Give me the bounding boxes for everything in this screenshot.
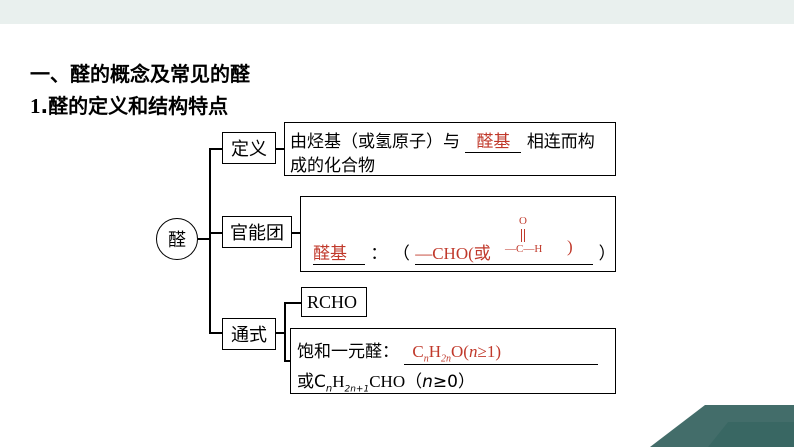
alt-pre: 或C [297,372,326,392]
top-band [0,0,794,24]
definition-line1: 由烃基（或氢原子）与 醛基 相连而构 [290,127,595,153]
connector-rcho [284,302,301,304]
functional-group-blank: 醛基 [313,239,365,265]
struct-close: ) [567,237,573,256]
general-formula-label: 通式 [231,325,267,346]
connector-definition-content [276,148,284,150]
sat-n1: n [423,353,429,365]
functional-group-label-box: 官能团 [222,216,292,248]
corner-stripe-dark [650,405,794,447]
saturated-label: 饱和一元醛： [297,342,399,362]
functional-group-label: 官能团 [230,223,284,244]
connector-general-trunk [284,302,286,361]
sat-h: H [428,342,442,361]
saturated-line2: 或CnH2n+1CHO（n≥0） [297,367,475,394]
section-heading: 一、醛的概念及常见的醛 [30,62,250,86]
general-formula-label-box: 通式 [222,318,276,350]
center-node: 醛 [156,218,198,260]
connector-functional-group [209,232,222,234]
sat-n: n [468,342,478,361]
definition-text-post: 相连而构 [526,132,595,152]
functional-group-line: 醛基 ： （ —CHO(或 ） [313,239,616,265]
definition-label-box: 定义 [222,132,276,164]
connector-general-right [276,332,285,334]
connector-general-formula [209,332,222,334]
definition-content-box: 由烃基（或氢原子）与 醛基 相连而构 成的化合物 [284,122,616,176]
struct-o: O [519,215,527,227]
saturated-line1: 饱和一元醛： CnH2nO(n≥1) [297,337,599,366]
functional-group-formula: —CHO(或 [415,244,491,263]
saturated-box: 饱和一元醛： CnH2nO(n≥1) 或CnH2n+1CHO（n≥0） [290,328,616,394]
functional-group-open-paren: （ [392,244,410,264]
functional-group-colon: ： [370,244,388,264]
sat-cond: ≥1) [477,342,501,361]
alt-cho: CHO（ [369,372,423,391]
saturated-blank: CnH2nO(n≥1) [404,342,599,366]
alt-n: n [325,383,333,395]
corner-stripe-light [708,422,794,447]
struct-c-h: —C—H [505,243,543,255]
struct-double-bond-2 [524,229,525,242]
sat-c: C [412,342,424,361]
sat-2n: 2n [441,353,452,365]
definition-line2: 成的化合物 [290,156,375,176]
subsection-title: .醛的定义和结构特点 [40,94,229,118]
functional-group-answer: 醛基 [313,244,347,264]
connector-definition [209,148,222,150]
alt-h: H [332,372,345,391]
rcho-text: RCHO [307,292,358,312]
definition-blank: 醛基 [465,127,522,153]
alt-cond: ≥0） [432,372,475,392]
connector-saturated [284,360,290,362]
connector-center [198,238,210,240]
rcho-box: RCHO [301,287,367,317]
alt-sub: 2n+1 [344,384,370,395]
functional-group-formula-blank: —CHO(或 [415,239,594,265]
functional-group-close-paren: ） [598,244,616,264]
sat-o: O( [451,342,469,361]
definition-answer: 醛基 [476,132,511,152]
subsection-heading: 1.醛的定义和结构特点 [30,90,228,119]
definition-text-pre: 由烃基（或氢原子）与 [290,132,460,152]
alt-var: n [422,372,433,392]
definition-label: 定义 [231,139,267,160]
functional-group-content-box: 醛基 ： （ —CHO(或 ） O —C—H ) [300,196,616,272]
struct-double-bond-1 [521,229,522,242]
connector-functional-content [292,232,300,234]
subsection-number: 1 [30,94,41,118]
connector-trunk [209,148,211,333]
